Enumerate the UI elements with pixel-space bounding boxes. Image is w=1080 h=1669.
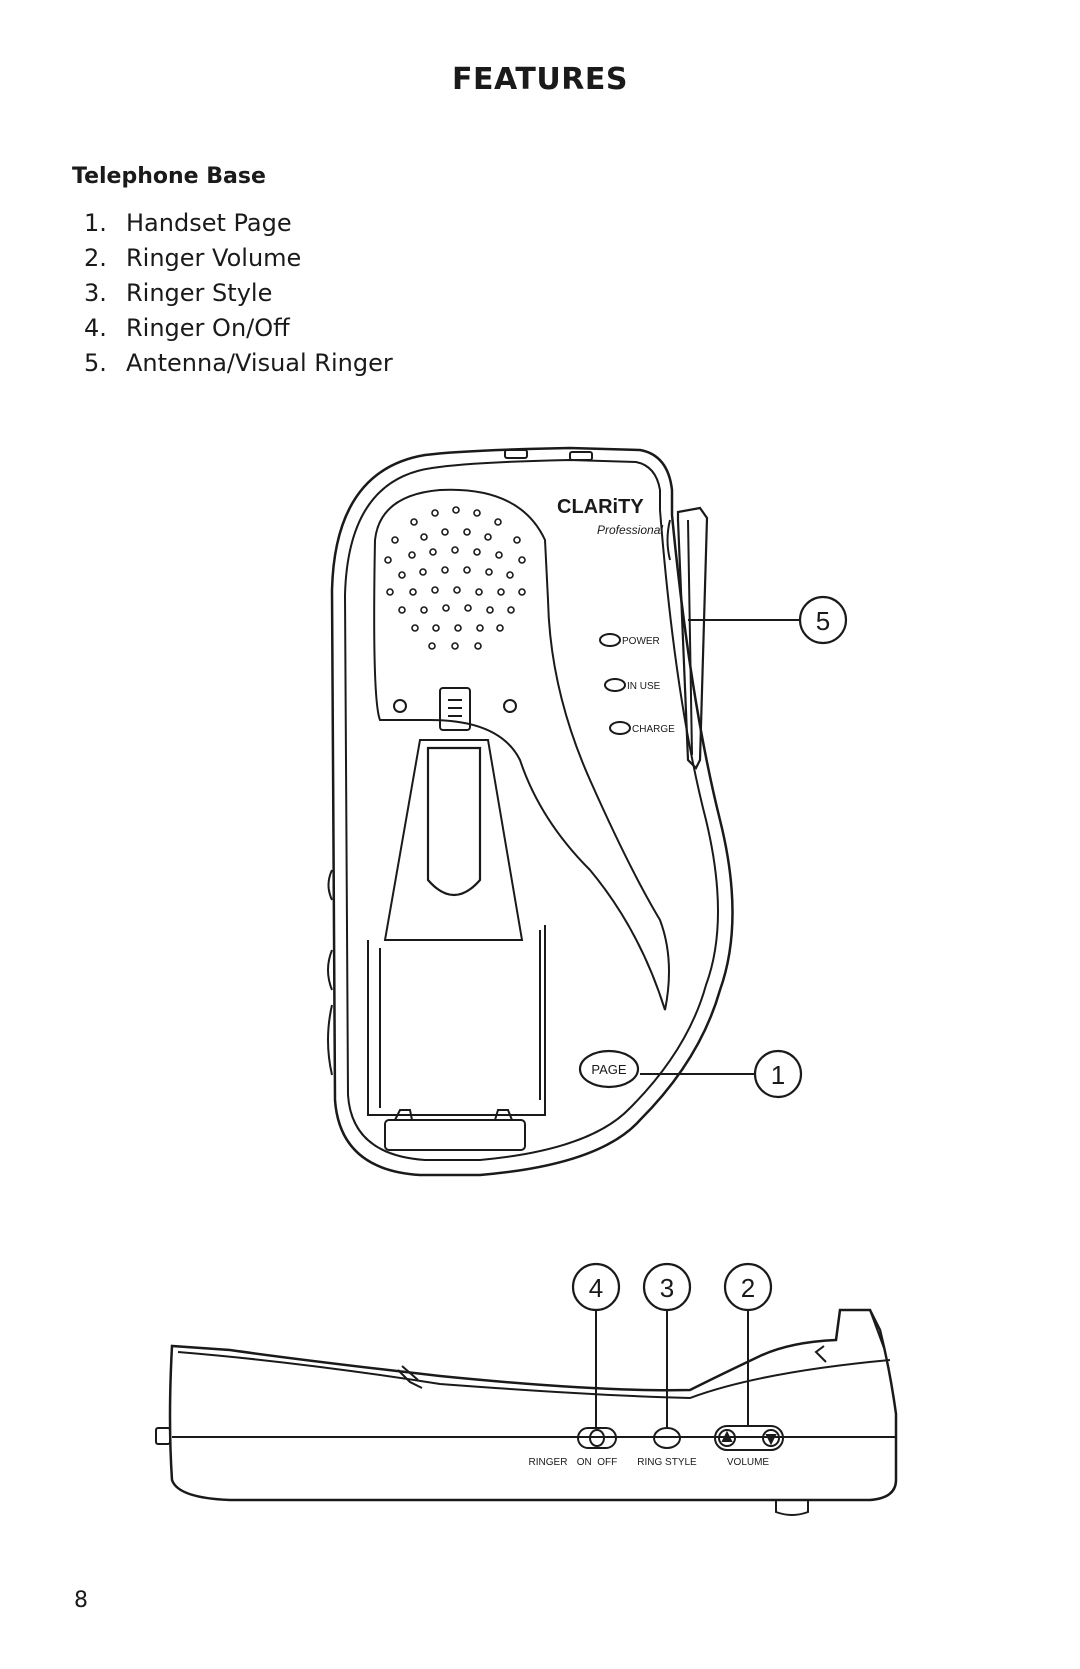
item-label: Ringer Volume (126, 244, 302, 272)
ringer-label: RINGER (529, 1457, 568, 1468)
callout-2-label: 2 (741, 1273, 755, 1303)
brand-subtitle: Professional (597, 523, 663, 537)
page-number: 8 (74, 1588, 88, 1613)
section-title: Telephone Base (72, 164, 266, 189)
callout-4-label: 4 (589, 1273, 603, 1303)
indicator-lights: POWER IN USE CHARGE (599, 633, 675, 735)
list-item: 1. Handset Page (84, 206, 393, 241)
list-item: 5. Antenna/Visual Ringer (84, 346, 393, 381)
item-number: 4. (84, 314, 107, 342)
base-side-view: RINGER ON OFF RING STYLE VOLUME 4 3 2 (155, 1262, 898, 1516)
callout-1 (753, 1049, 803, 1099)
item-label: Antenna/Visual Ringer (126, 349, 393, 377)
item-number: 1. (84, 209, 107, 237)
item-label: Handset Page (126, 209, 292, 237)
in-use-led-label: IN USE (627, 681, 661, 692)
callout-5 (798, 595, 848, 645)
item-number: 3. (84, 279, 107, 307)
callout-3-label: 3 (660, 1273, 674, 1303)
callout-1-label: 1 (771, 1060, 785, 1090)
page-button (578, 1049, 640, 1089)
feature-list: 1. Handset Page 2. Ringer Volume 3. Ringer … (84, 206, 393, 381)
base-top-view: CLARiTY Professional POWER IN USE CHARGE… (327, 446, 848, 1177)
item-number: 5. (84, 349, 107, 377)
antenna (666, 506, 709, 770)
ring-style-label: RING STYLE (637, 1457, 697, 1468)
item-number: 2. (84, 244, 107, 272)
list-item: 4. Ringer On/Off (84, 311, 393, 346)
volume-label: VOLUME (727, 1457, 770, 1468)
list-item: 2. Ringer Volume (84, 241, 393, 276)
charge-led-label: CHARGE (632, 724, 675, 735)
speaker-grille (384, 506, 526, 650)
power-led-label: POWER (622, 636, 660, 647)
brand-logo: CLARiTY (557, 496, 644, 518)
on-off-label: ON OFF (577, 1457, 618, 1468)
callout-5-label: 5 (816, 606, 830, 636)
page-button-label: PAGE (591, 1062, 626, 1077)
item-label: Ringer On/Off (126, 314, 290, 342)
page-title: FEATURES (452, 62, 628, 97)
item-label: Ringer Style (126, 279, 273, 307)
list-item: 3. Ringer Style (84, 276, 393, 311)
